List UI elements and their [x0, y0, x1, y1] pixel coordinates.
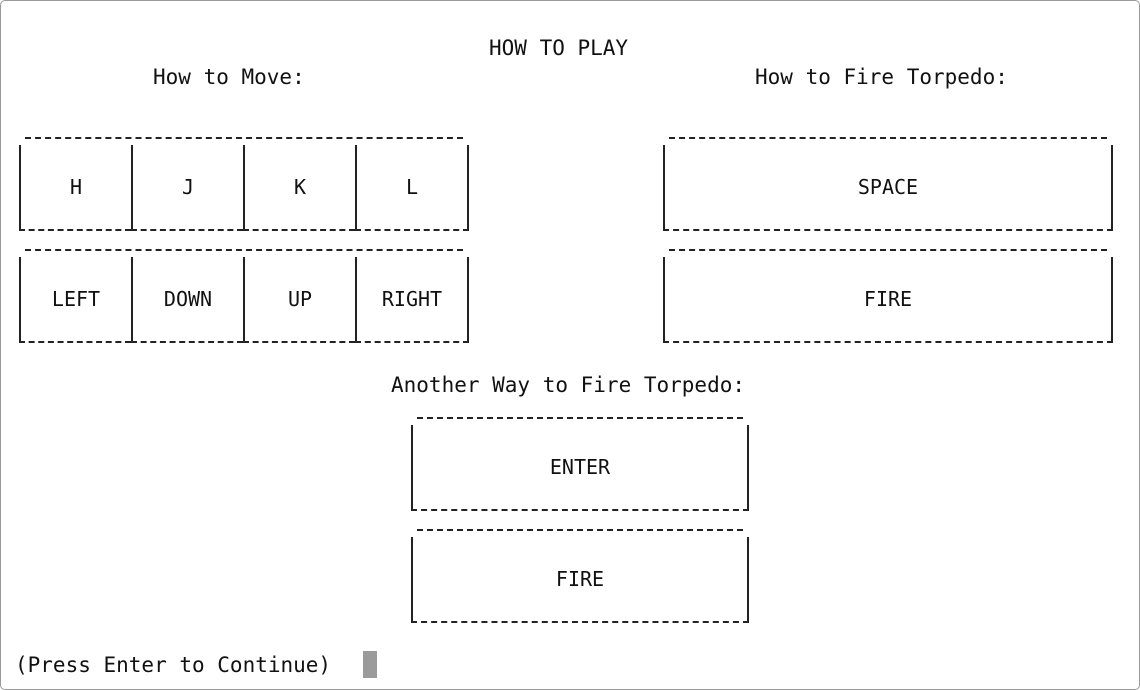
alt-fire-action-cell: FIRE: [411, 537, 749, 623]
move-action-left: LEFT: [51, 287, 101, 311]
fire-action-row: FIRE: [663, 249, 1113, 343]
screen-title: HOW TO PLAY: [489, 36, 629, 60]
terminal-cursor: [363, 651, 377, 678]
move-action-cell: LEFT: [19, 257, 131, 343]
move-key-h: H: [69, 175, 83, 199]
move-action-cell: RIGHT: [355, 257, 469, 343]
move-key-cell: J: [131, 145, 243, 231]
fire-heading: How to Fire Torpedo:: [755, 65, 1008, 89]
move-key-cell: H: [19, 145, 131, 231]
alt-fire-action-label: FIRE: [555, 567, 605, 591]
alt-fire-heading: Another Way to Fire Torpedo:: [391, 373, 746, 397]
move-action-cell: UP: [243, 257, 355, 343]
move-action-row: LEFT DOWN UP RIGHT: [19, 249, 469, 343]
move-action-cell: DOWN: [131, 257, 243, 343]
alt-fire-key-cell: ENTER: [411, 425, 749, 511]
fire-action-cell: FIRE: [663, 257, 1113, 343]
alt-fire-key-row: ENTER: [411, 417, 749, 511]
move-key-l: L: [405, 175, 419, 199]
move-action-up: UP: [287, 287, 313, 311]
move-action-right: RIGHT: [381, 287, 443, 311]
alt-fire-action-row: FIRE: [411, 529, 749, 623]
move-key-j: J: [181, 175, 195, 199]
fire-action-label: FIRE: [863, 287, 913, 311]
move-key-cell: L: [355, 145, 469, 231]
move-action-down: DOWN: [163, 287, 213, 311]
continue-prompt[interactable]: (Press Enter to Continue): [15, 653, 332, 677]
move-heading: How to Move:: [153, 65, 305, 89]
fire-key-cell: SPACE: [663, 145, 1113, 231]
alt-fire-key-enter: ENTER: [549, 455, 611, 479]
fire-key-row: SPACE: [663, 137, 1113, 231]
move-key-row: H J K L: [19, 137, 469, 231]
fire-key-space: SPACE: [857, 175, 919, 199]
move-key-cell: K: [243, 145, 355, 231]
move-key-k: K: [293, 175, 307, 199]
